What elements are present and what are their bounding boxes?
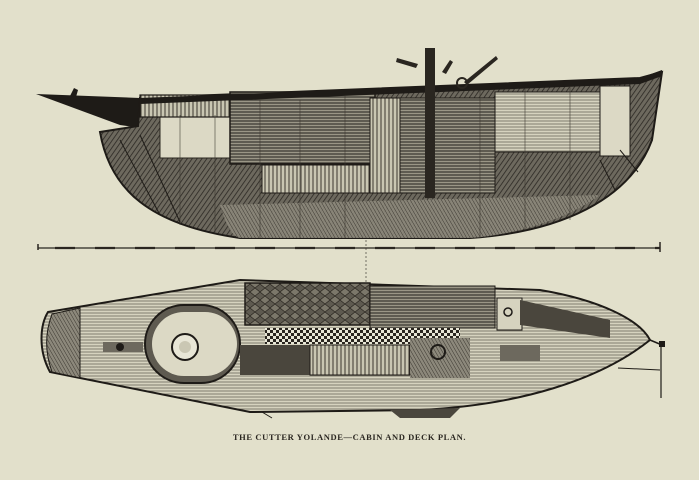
longitudinal-section	[36, 48, 664, 239]
plate-caption: THE CUTTER YOLANDE—CABIN AND DECK PLAN.	[232, 432, 467, 442]
deck-plan	[40, 278, 665, 419]
